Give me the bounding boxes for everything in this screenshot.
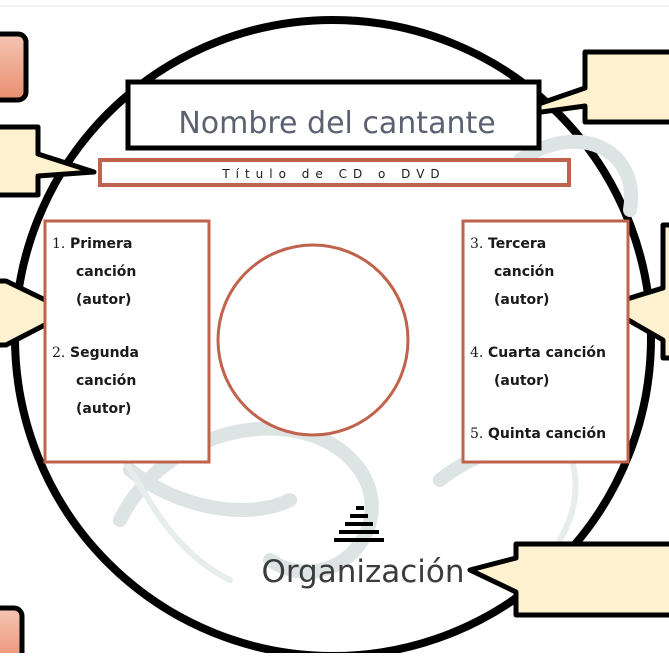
organization-text: Organización: [261, 554, 464, 590]
track-title-line: (autor): [494, 373, 549, 389]
center-hole: [216, 243, 410, 437]
track-title-line: canción: [76, 264, 136, 280]
organization-logo-icon: [334, 506, 384, 542]
album-title-text: Título de CD o DVD: [221, 167, 445, 181]
track-title-line: (autor): [76, 401, 131, 417]
right-tracklist: 3. Tercera canción (autor) 4. Cuarta canción (…: [470, 236, 606, 442]
track-title-line: Quinta canción: [488, 426, 606, 442]
right-tracklist-box: [461, 219, 630, 464]
callout-right-middle: [601, 222, 669, 361]
singer-name-text: Nombre del cantante: [178, 106, 495, 141]
track-title-line: Cuarta canción: [488, 345, 606, 361]
singer-name-box: [125, 79, 542, 151]
track-title-line: (autor): [76, 292, 131, 308]
track-title-line: Tercera: [488, 236, 546, 252]
track-number: 4.: [470, 345, 483, 361]
corner-tab-bottom: [0, 605, 25, 657]
track-number: 2.: [52, 345, 65, 361]
track-title-line: canción: [494, 264, 554, 280]
track-title-line: Primera: [70, 236, 132, 252]
track-number: 1.: [52, 236, 65, 252]
track-title-line: Segunda: [70, 345, 139, 361]
left-tracklist: 1. Primera canción (autor) 2. Segunda canción (…: [52, 236, 139, 417]
callout-left-middle: [0, 278, 73, 348]
callout-right-bottom: [467, 541, 669, 618]
callout-left-top: [0, 124, 97, 198]
track-title-line: (autor): [494, 292, 549, 308]
track-number: 3.: [470, 236, 483, 252]
track-number: 5.: [470, 426, 483, 442]
album-title-bar: [98, 158, 571, 187]
track-title-line: canción: [76, 373, 136, 389]
corner-tab-top: [0, 31, 29, 103]
left-tracklist-box: [43, 219, 211, 464]
